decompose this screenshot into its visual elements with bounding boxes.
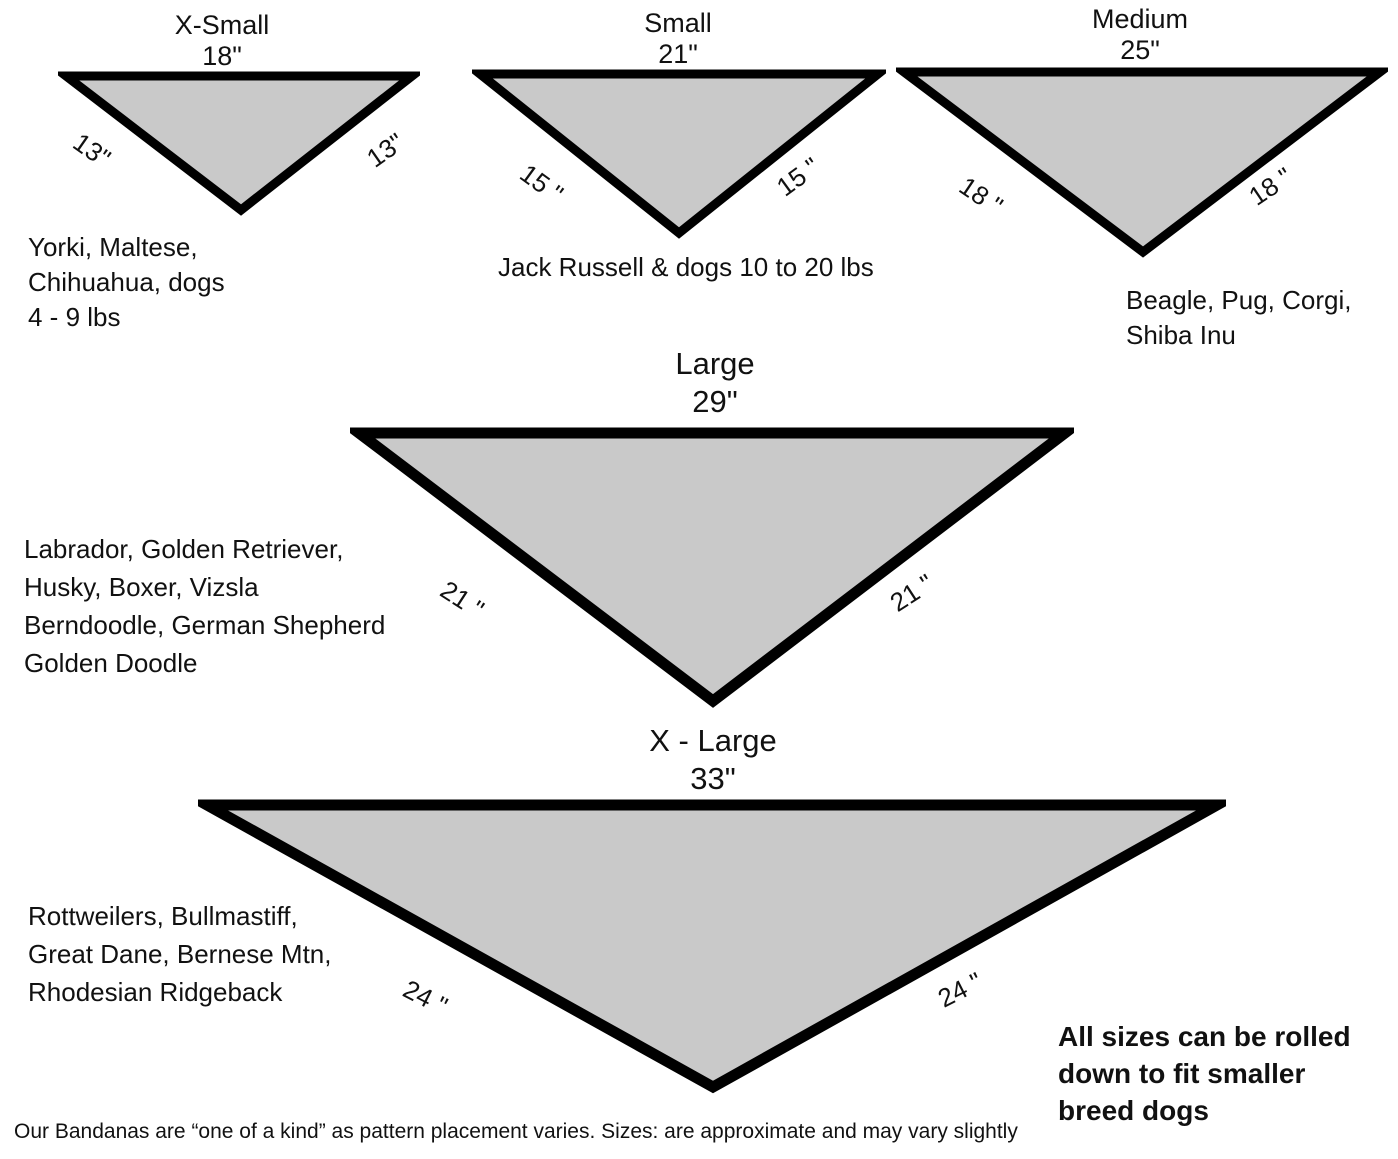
top-width-label: 18" — [202, 41, 242, 71]
bandana-triangle-medium — [896, 67, 1388, 258]
top-width-label: 29" — [692, 384, 738, 419]
note-line: breed dogs — [1058, 1095, 1209, 1126]
note-line: down to fit smaller — [1058, 1058, 1306, 1089]
size-name: X-Small — [174, 10, 270, 40]
size-title-xsmall: X-Small 18" — [97, 10, 347, 72]
breed-list-large: Labrador, Golden Retriever, Husky, Boxer… — [24, 530, 385, 682]
top-width-label: 25" — [1120, 35, 1160, 65]
top-width-label: 33" — [690, 761, 736, 796]
breed-list-medium: Beagle, Pug, Corgi, Shiba Inu — [1126, 283, 1351, 353]
triangle-shape-large — [350, 427, 1074, 708]
triangle-shape-medium — [896, 67, 1388, 258]
size-name: Small — [644, 8, 712, 38]
size-title-medium: Medium 25" — [1015, 4, 1265, 66]
disclaimer-footer: Our Bandanas are “one of a kind” as patt… — [14, 1120, 1018, 1143]
top-width-label: 21" — [658, 39, 698, 69]
size-title-xlarge: X - Large 33" — [578, 722, 848, 798]
breed-line: Great Dane, Bernese Mtn, — [28, 939, 332, 969]
bandana-triangle-large — [350, 427, 1074, 708]
bandana-triangle-xlarge — [198, 799, 1226, 1094]
triangle-shape-xlarge — [198, 799, 1226, 1094]
triangle-shape-small — [472, 69, 886, 239]
breed-line: Rhodesian Ridgeback — [28, 977, 283, 1007]
size-name: Large — [675, 346, 755, 381]
breed-list-small: Jack Russell & dogs 10 to 20 lbs — [498, 250, 874, 285]
size-title-large: Large 29" — [590, 345, 840, 421]
breed-line: Golden Doodle — [24, 648, 198, 678]
breed-line: Chihuahua, dogs — [28, 267, 225, 297]
rolled-down-note: All sizes can be rolled down to fit smal… — [1058, 1018, 1388, 1129]
breed-list-xlarge: Rottweilers, Bullmastiff, Great Dane, Be… — [28, 897, 331, 1011]
triangle-shape-xsmall — [58, 71, 420, 216]
note-line: All sizes can be rolled — [1058, 1021, 1351, 1052]
bandana-triangle-xsmall — [58, 71, 420, 216]
breed-line: Yorki, Maltese, — [28, 232, 198, 262]
size-title-small: Small 21" — [553, 8, 803, 70]
breed-line: Husky, Boxer, Vizsla — [24, 572, 259, 602]
breed-line: Berndoodle, German Shepherd — [24, 610, 386, 640]
breed-line: Shiba Inu — [1126, 320, 1236, 350]
breed-line: 4 - 9 lbs — [28, 302, 121, 332]
breed-line: Beagle, Pug, Corgi, — [1126, 285, 1352, 315]
size-name: X - Large — [649, 723, 777, 758]
breed-line: Jack Russell & dogs 10 to 20 lbs — [498, 252, 874, 282]
breed-line: Labrador, Golden Retriever, — [24, 534, 344, 564]
breed-line: Rottweilers, Bullmastiff, — [28, 901, 298, 931]
size-name: Medium — [1091, 4, 1189, 34]
breed-list-xsmall: Yorki, Maltese, Chihuahua, dogs 4 - 9 lb… — [28, 230, 225, 335]
bandana-triangle-small — [472, 69, 886, 239]
